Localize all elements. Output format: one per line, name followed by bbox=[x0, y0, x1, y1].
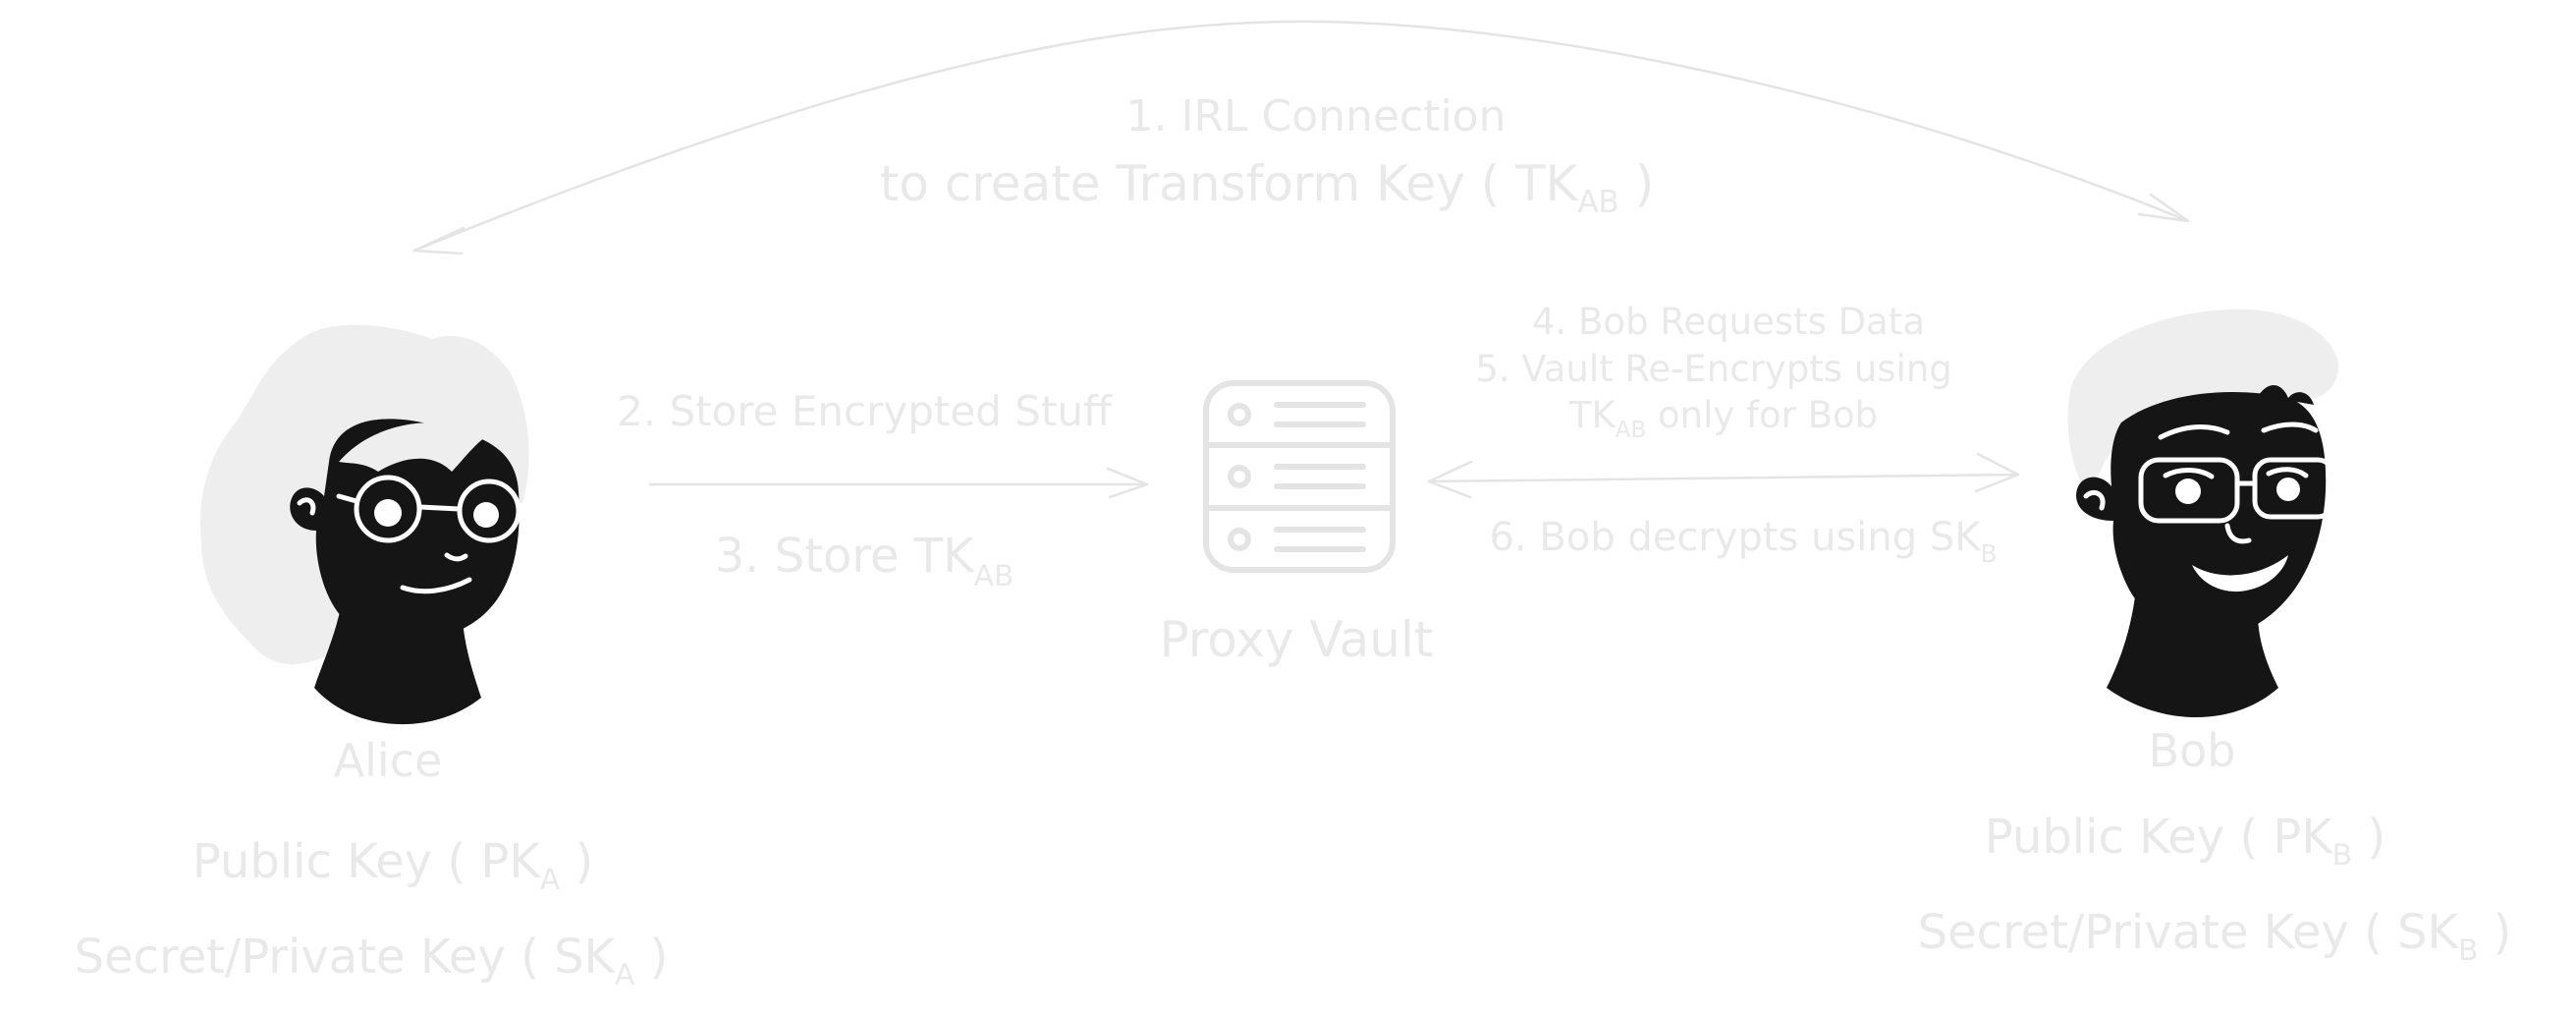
step-1-title: 1. IRL Connection bbox=[1126, 91, 1507, 141]
alice-secret-key: Secret/Private Key ( SKA ) bbox=[75, 930, 669, 992]
bob-secret-key: Secret/Private Key ( SKB ) bbox=[1918, 905, 2512, 968]
step-6-label: 6. Bob decrypts using SKB bbox=[1489, 515, 1997, 568]
server-icon bbox=[1203, 380, 1396, 573]
step-2-label: 2. Store Encrypted Stuff bbox=[617, 387, 1113, 435]
step-4-label: 4. Bob Requests Data bbox=[1532, 301, 1925, 343]
vault-bob-double-arrow bbox=[1427, 452, 2020, 499]
bob-public-key: Public Key ( PKB ) bbox=[1985, 810, 2385, 873]
alice-public-key: Public Key ( PKA ) bbox=[192, 834, 593, 897]
bob-name: Bob bbox=[2149, 724, 2236, 777]
step-5-continued: TKAB only for Bob bbox=[1568, 394, 1878, 443]
bob-avatar bbox=[2067, 309, 2350, 717]
step-3-label: 3. Store TKAB bbox=[715, 529, 1014, 593]
step-1-subtitle: to create Transform Key ( TKAB ) bbox=[880, 155, 1654, 220]
step-5-label: 5. Vault Re-Encrypts using bbox=[1475, 348, 1952, 390]
vault-label: Proxy Vault bbox=[1159, 611, 1433, 668]
alice-to-vault-arrow bbox=[648, 467, 1149, 499]
alice-avatar bbox=[200, 324, 533, 725]
alice-name: Alice bbox=[334, 734, 443, 787]
irl-connection-arrow bbox=[412, 20, 2190, 255]
